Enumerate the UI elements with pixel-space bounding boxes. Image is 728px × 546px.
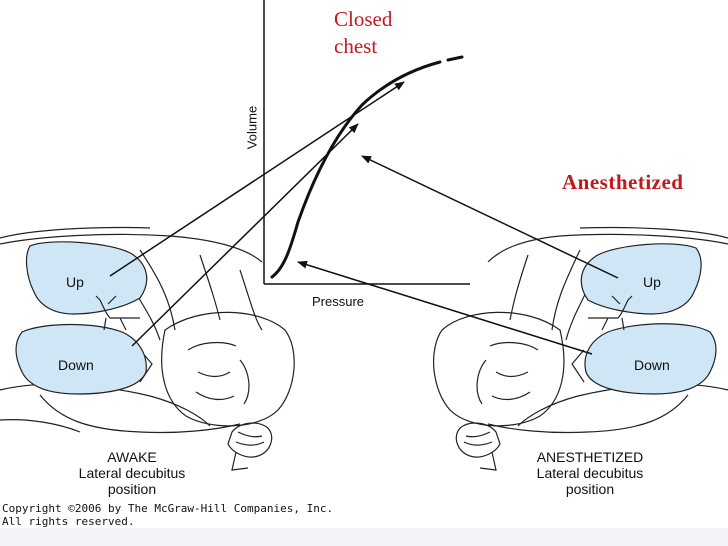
- awake-lung-down: [15, 323, 147, 395]
- copyright-notice: Copyright ©2006 by The McGraw-Hill Compa…: [2, 502, 333, 528]
- awake-lung-up-label: Up: [66, 274, 84, 290]
- arrow-awake-up: [109, 81, 405, 277]
- anesthetized-lung-down-label: Down: [634, 357, 670, 373]
- arrows: [109, 81, 619, 355]
- anesthetized-lung-up-label: Up: [643, 274, 661, 290]
- volume-axis-label: Volume: [244, 105, 260, 150]
- awake-caption-line-3: position: [107, 481, 157, 497]
- anesthetized-caption-line-3: position: [565, 481, 615, 497]
- anesthetized-title: Anesthetized: [562, 170, 684, 194]
- copyright-line-2: All rights reserved.: [2, 515, 135, 528]
- awake-caption-line-2: Lateral decubitus: [78, 465, 186, 481]
- anesthetized-lungs: [580, 243, 717, 395]
- arrow-anesthetized-down: [297, 260, 593, 355]
- awake-caption: AWAKE Lateral decubitus position: [62, 449, 202, 497]
- awake-lung-up: [25, 241, 148, 315]
- closed-chest-line-2: chest: [334, 34, 378, 58]
- compliance-curve-dash: [446, 55, 464, 62]
- compliance-curve: [270, 60, 442, 279]
- bottom-band: [0, 528, 728, 546]
- anesthetized-caption-line-1: ANESTHETIZED: [536, 449, 644, 465]
- anesthetized-caption: ANESTHETIZED Lateral decubitus position: [520, 449, 660, 497]
- anesthetized-lung-up: [580, 243, 702, 315]
- anesthetized-bronchi: [588, 295, 633, 331]
- copyright-line-1: Copyright ©2006 by The McGraw-Hill Compa…: [2, 502, 334, 515]
- awake-lung-down-label: Down: [58, 357, 94, 373]
- anesthetized-lung-down: [584, 323, 717, 395]
- awake-lungs: [15, 241, 148, 395]
- awake-caption-line-1: AWAKE: [107, 449, 157, 465]
- closed-chest-label: Closed chest: [334, 6, 392, 60]
- awake-bronchi: [95, 295, 140, 331]
- anesthetized-caption-line-2: Lateral decubitus: [536, 465, 644, 481]
- closed-chest-line-1: Closed: [334, 7, 393, 31]
- arrow-awake-down: [131, 123, 359, 347]
- anesthetized-patient-figure: [432, 226, 728, 471]
- arrow-anesthetized-up: [361, 155, 619, 279]
- pressure-axis-label: Pressure: [312, 294, 365, 309]
